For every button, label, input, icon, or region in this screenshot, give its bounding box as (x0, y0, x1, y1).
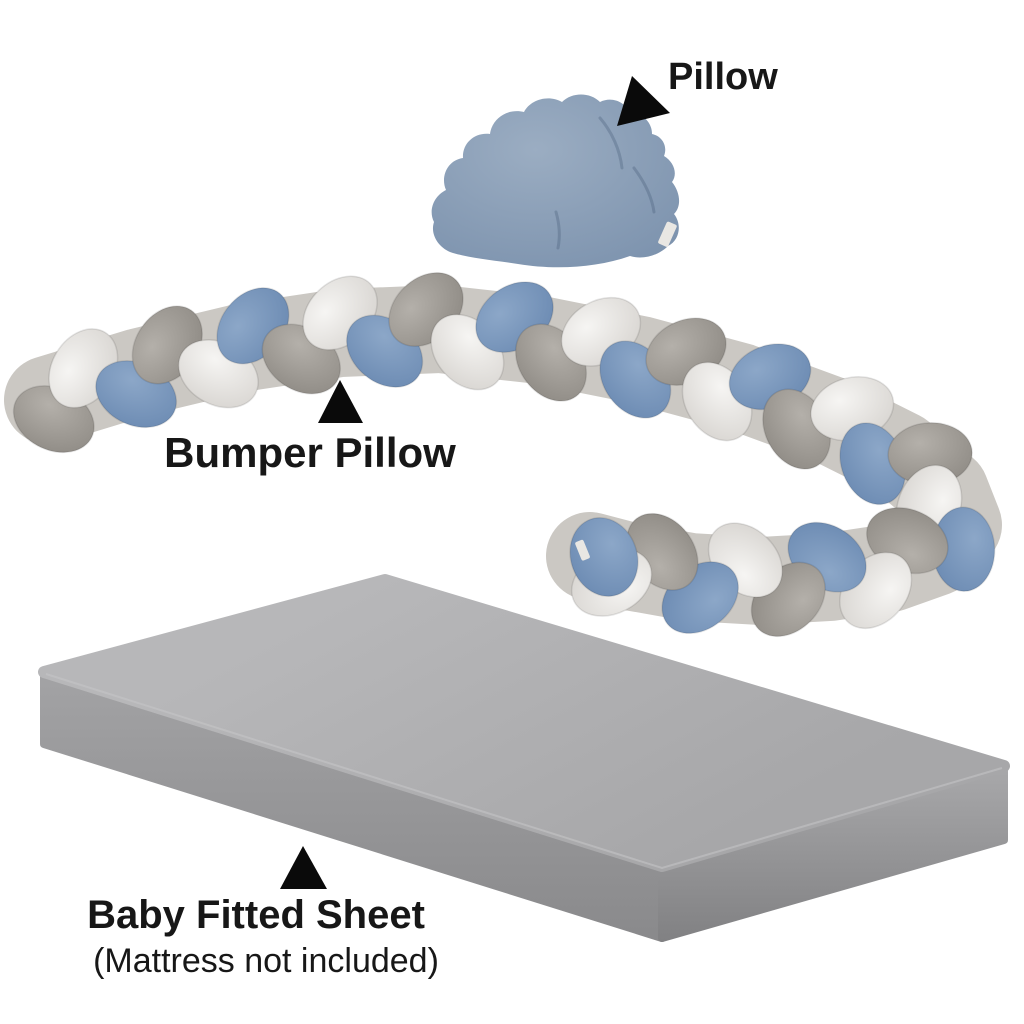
cloud-pillow-body (431, 94, 680, 268)
bumper-pillow-image (4, 271, 1002, 638)
braid-end-tag (575, 539, 590, 561)
cloud-tag (658, 221, 677, 247)
mattress-not-included-note: (Mattress not included) (93, 942, 439, 980)
cloud-crease-bottom (554, 210, 561, 250)
cloud-crease-right (598, 116, 624, 170)
baby-fitted-sheet-label: Baby Fitted Sheet (87, 893, 425, 937)
sheet-arrow-icon (280, 846, 327, 889)
cloud-crease-lower (632, 166, 656, 214)
bumper-pillow-label: Bumper Pillow (164, 429, 456, 476)
bumper-arrow-icon (318, 380, 363, 423)
mattress-top-edge-highlight (45, 673, 1003, 870)
braid-lobe (569, 517, 639, 597)
cloud-pillow-image (431, 94, 680, 268)
mattress-top-face (38, 574, 1010, 872)
pillow-arrow-icon (617, 76, 670, 126)
fitted-sheet-mattress-image (38, 574, 1010, 942)
pillow-label: Pillow (668, 56, 778, 98)
